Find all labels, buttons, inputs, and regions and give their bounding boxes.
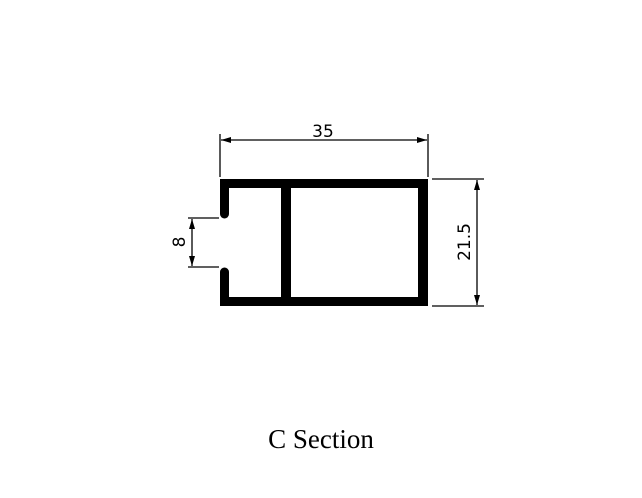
opening-label: 8 xyxy=(170,237,190,248)
width-dimension xyxy=(219,134,429,177)
caption: C Section xyxy=(268,424,374,454)
height-label: 21.5 xyxy=(455,223,475,261)
height-dimension xyxy=(432,178,484,307)
profile-shape xyxy=(220,179,428,306)
width-label: 35 xyxy=(312,122,334,142)
opening-dimension xyxy=(188,217,219,268)
